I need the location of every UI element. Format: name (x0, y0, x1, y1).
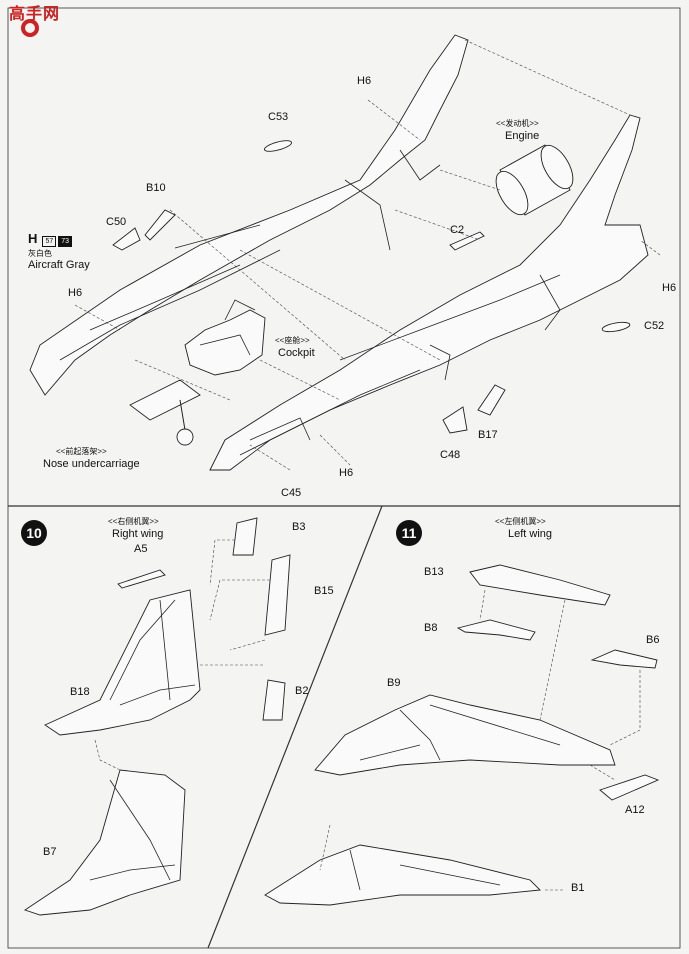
part-label: H6 (339, 467, 354, 479)
wing-icon (44, 589, 201, 736)
part-label: B10 (146, 182, 166, 194)
paint-name-en: Aircraft Gray (28, 259, 90, 271)
paint-name-cn: 灰白色 (28, 249, 52, 258)
part-label: B18 (70, 686, 90, 698)
paint-code-a: 57 (42, 236, 57, 247)
part-label: C2 (450, 224, 465, 236)
step10-title-cn: <<右侧机翼>> (108, 517, 159, 526)
step11-title-cn: <<左侧机翼>> (495, 517, 546, 526)
part-label: B2 (295, 685, 309, 697)
nose-label-en: Nose undercarriage (43, 458, 140, 470)
part-label: H6 (662, 282, 677, 294)
part-label: B6 (646, 634, 660, 646)
part-label: C52 (644, 320, 665, 332)
cockpit-label-en: Cockpit (278, 347, 315, 359)
step-number-10: 10 (21, 520, 47, 546)
part-label: B9 (387, 677, 401, 689)
logo: 高手网 (9, 6, 61, 23)
part-label: H6 (68, 287, 83, 299)
step-divider-diagonal (207, 505, 383, 949)
paint-letter: H (28, 231, 38, 246)
fuselage-half-icon (209, 114, 649, 471)
part-label: A12 (625, 804, 645, 816)
paint-code-b: 73 (58, 236, 73, 247)
page-border (7, 7, 681, 949)
part-label: C53 (268, 111, 289, 123)
engine-label-en: Engine (505, 130, 540, 142)
cockpit-label-cn: <<座舱>> (275, 336, 310, 345)
part-label: B15 (314, 585, 334, 597)
flap-icon (117, 517, 291, 721)
flap-icon (456, 564, 660, 801)
wing-icon (264, 844, 541, 906)
step10-title-en: Right wing (112, 528, 164, 540)
wing-icon (314, 694, 616, 776)
nose-gear-icon (129, 379, 201, 446)
part-label: C50 (106, 216, 127, 228)
part-label: C48 (440, 449, 461, 461)
part-label: C45 (281, 487, 302, 499)
part-label: H6 (357, 75, 372, 87)
step11-title-en: Left wing (508, 528, 553, 540)
step-number-11: 11 (396, 520, 422, 546)
part-label: B1 (571, 882, 585, 894)
engine-label-cn: <<发动机>> (496, 119, 539, 128)
engine-icon (495, 144, 574, 216)
part-label: B17 (478, 429, 498, 441)
part-label: B7 (43, 846, 57, 858)
logo-mark (21, 19, 39, 37)
nose-label-cn: <<前起落架>> (56, 447, 107, 456)
part-label: B8 (424, 622, 438, 634)
cockpit-tub-icon (184, 299, 266, 376)
part-label: B13 (424, 566, 444, 578)
wing-icon (23, 769, 186, 916)
part-label: B3 (292, 521, 306, 533)
part-label: A5 (134, 543, 148, 555)
